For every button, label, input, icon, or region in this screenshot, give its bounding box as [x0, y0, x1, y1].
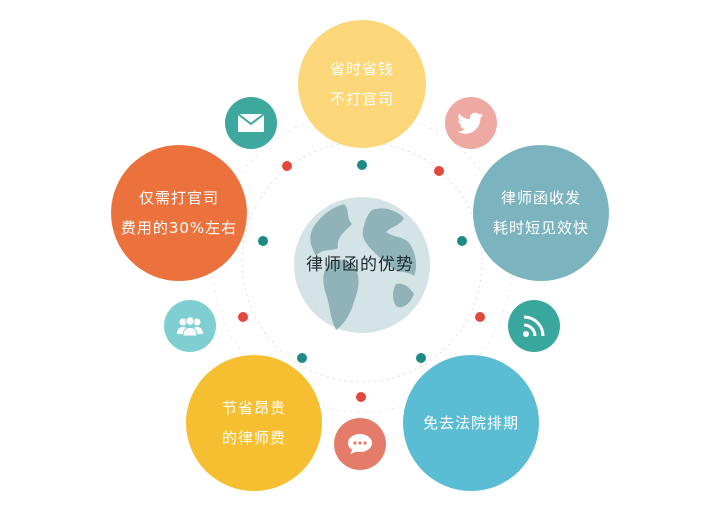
- twitter-icon: [445, 97, 497, 149]
- red-dot-top-left: [282, 161, 292, 171]
- connector-dot-bottom-right: [416, 353, 426, 363]
- center-title: 律师函的优势: [306, 255, 414, 275]
- feature-bubble-skip-court: 免去法院排期: [403, 355, 539, 491]
- globe-icon: [294, 197, 430, 333]
- chat-icon: [334, 418, 386, 470]
- feature-line: 律师函收发: [500, 189, 581, 207]
- feature-line: 省时省钱: [329, 60, 394, 78]
- red-dot-bottom: [356, 392, 366, 402]
- feature-line: 的律师费: [221, 429, 286, 447]
- mail-icon: [225, 97, 277, 149]
- red-dot-right: [475, 312, 485, 322]
- red-dot-top-right: [434, 166, 444, 176]
- feature-bubble-save-time: 省时省钱 不打官司: [298, 20, 426, 148]
- users-icon: [164, 300, 216, 352]
- feature-line: 节省昂贵: [221, 399, 286, 417]
- feature-bubble-fast-delivery: 律师函收发 耗时短见效快: [473, 145, 609, 281]
- feature-bubble-low-cost: 仅需打官司 费用的30%左右: [111, 145, 247, 281]
- feature-line: 仅需打官司: [138, 189, 219, 207]
- connector-dot-bottom-left: [297, 353, 307, 363]
- feature-bubble-save-fees: 节省昂贵 的律师费: [186, 355, 322, 491]
- feature-line: 不打官司: [329, 90, 394, 108]
- connector-dot-right: [457, 236, 467, 246]
- feature-line: 耗时短见效快: [492, 219, 589, 237]
- connector-dot-left: [258, 236, 268, 246]
- red-dot-left: [238, 312, 248, 322]
- connector-dot-top: [357, 160, 367, 170]
- feature-line: 费用的30%左右: [120, 219, 238, 237]
- rss-icon: [508, 300, 560, 352]
- feature-line: 免去法院排期: [422, 414, 519, 432]
